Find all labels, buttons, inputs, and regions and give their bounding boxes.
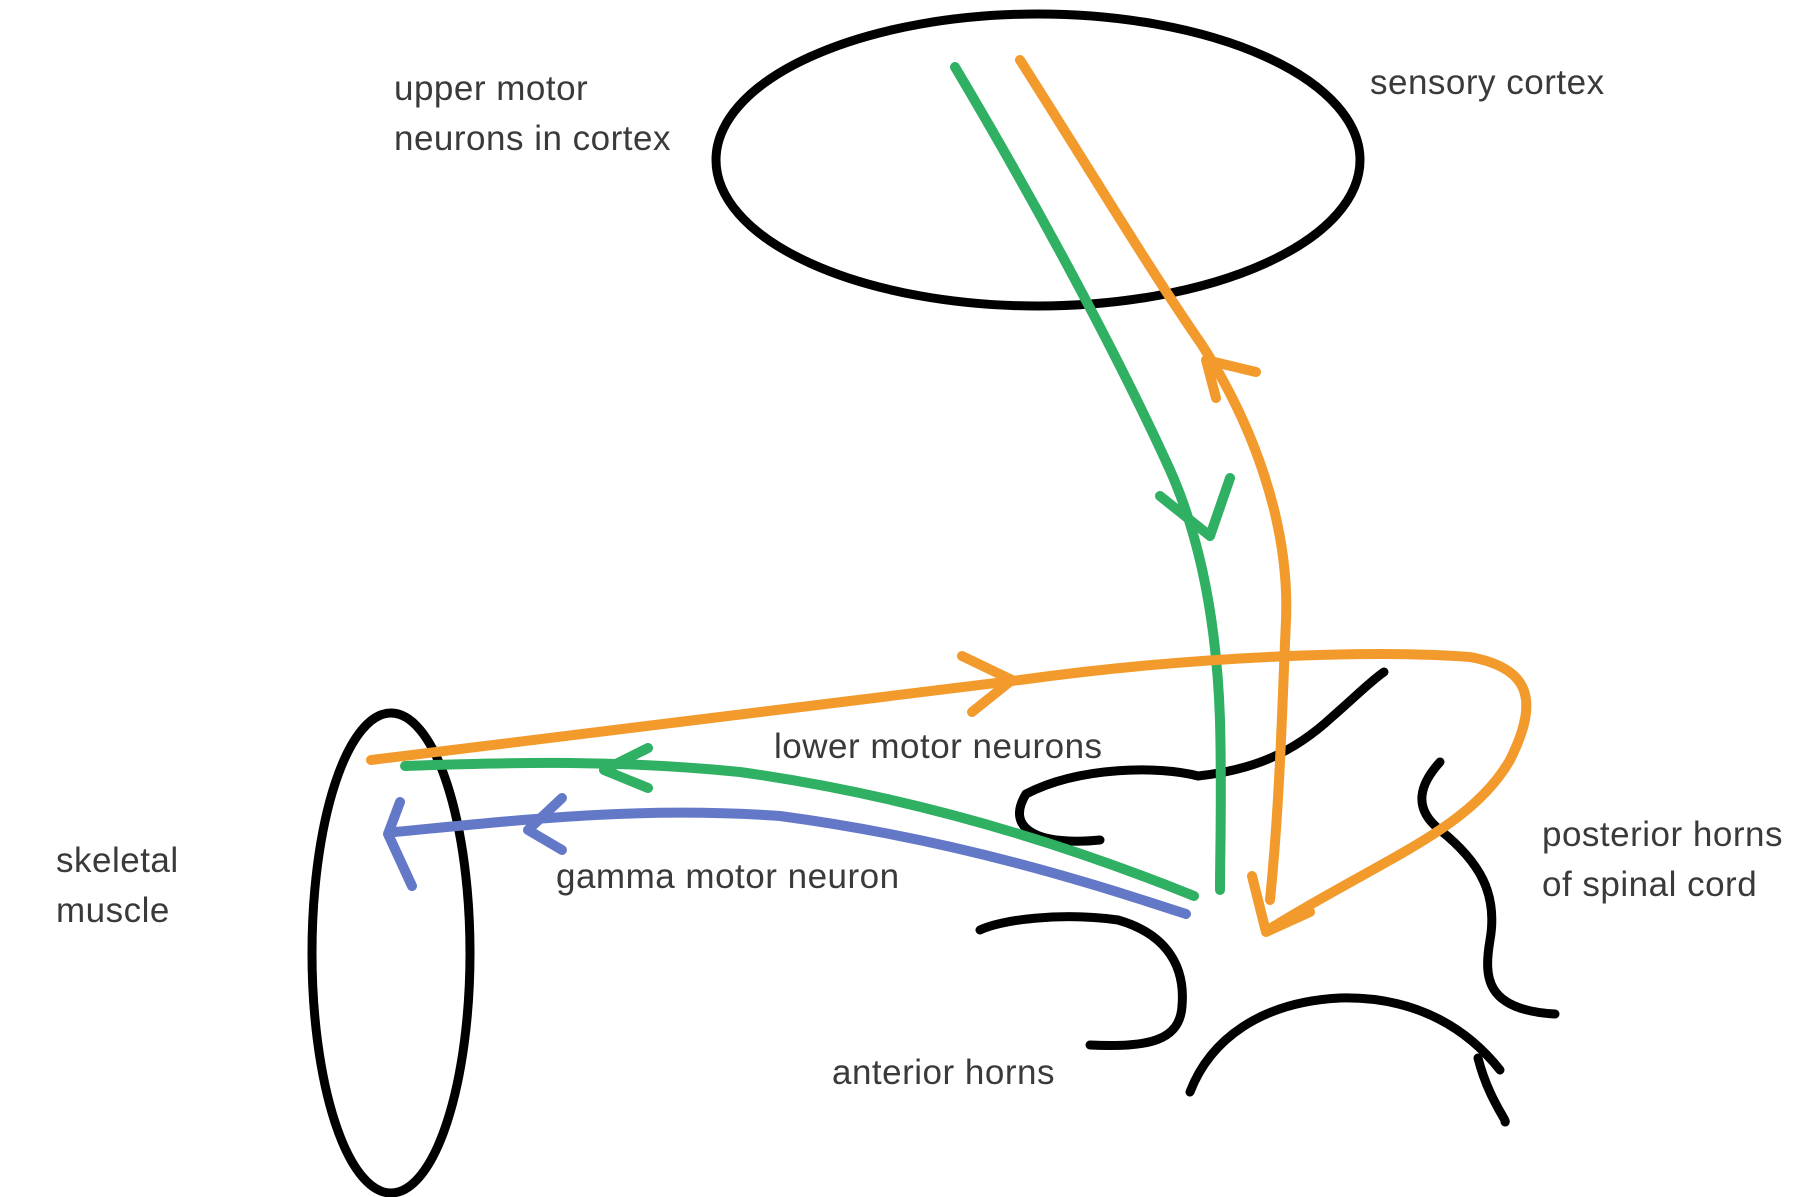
spinal-cord-outline	[975, 667, 1560, 1127]
lower-motor-neuron-pathway	[400, 757, 1199, 901]
lower-motor-neuron-arrowhead	[599, 743, 653, 793]
sensory-cortex-label: sensory cortex	[1370, 63, 1605, 102]
gamma-motor-neuron-arrowhead-inner	[523, 793, 567, 855]
sensory-ascending-arrowhead	[1201, 355, 1261, 403]
upper-motor-neurons-label-line1: upper motor	[394, 69, 588, 108]
posterior-horn-arrowhead	[1247, 871, 1315, 937]
motor-pathway-arrowhead	[1155, 473, 1235, 541]
anterior-horns-label: anterior horns	[832, 1053, 1055, 1092]
sensory-afferent-pathway	[366, 649, 1532, 935]
cortex-ellipse	[711, 9, 1365, 311]
sensory-afferent-arrowhead	[957, 651, 1017, 717]
posterior-horns-label-line1: posterior horns	[1542, 815, 1783, 854]
upper-motor-neurons-label-line2: neurons in cortex	[394, 119, 671, 158]
posterior-horns-label-line2: of spinal cord	[1542, 865, 1757, 904]
upper-motor-neuron-pathway	[950, 62, 1226, 895]
skeletal-muscle-label-line1: skeletal	[56, 841, 179, 880]
lower-motor-neurons-label: lower motor neurons	[774, 727, 1103, 766]
skeletal-muscle-ellipse	[307, 708, 475, 1197]
gamma-motor-neuron-arrowhead-outer	[383, 797, 417, 891]
sensory-ascending-pathway	[1015, 55, 1292, 905]
gamma-motor-neuron-label: gamma motor neuron	[556, 857, 900, 896]
gamma-motor-neuron-pathway	[390, 807, 1191, 919]
skeletal-muscle-label-line2: muscle	[56, 891, 170, 930]
